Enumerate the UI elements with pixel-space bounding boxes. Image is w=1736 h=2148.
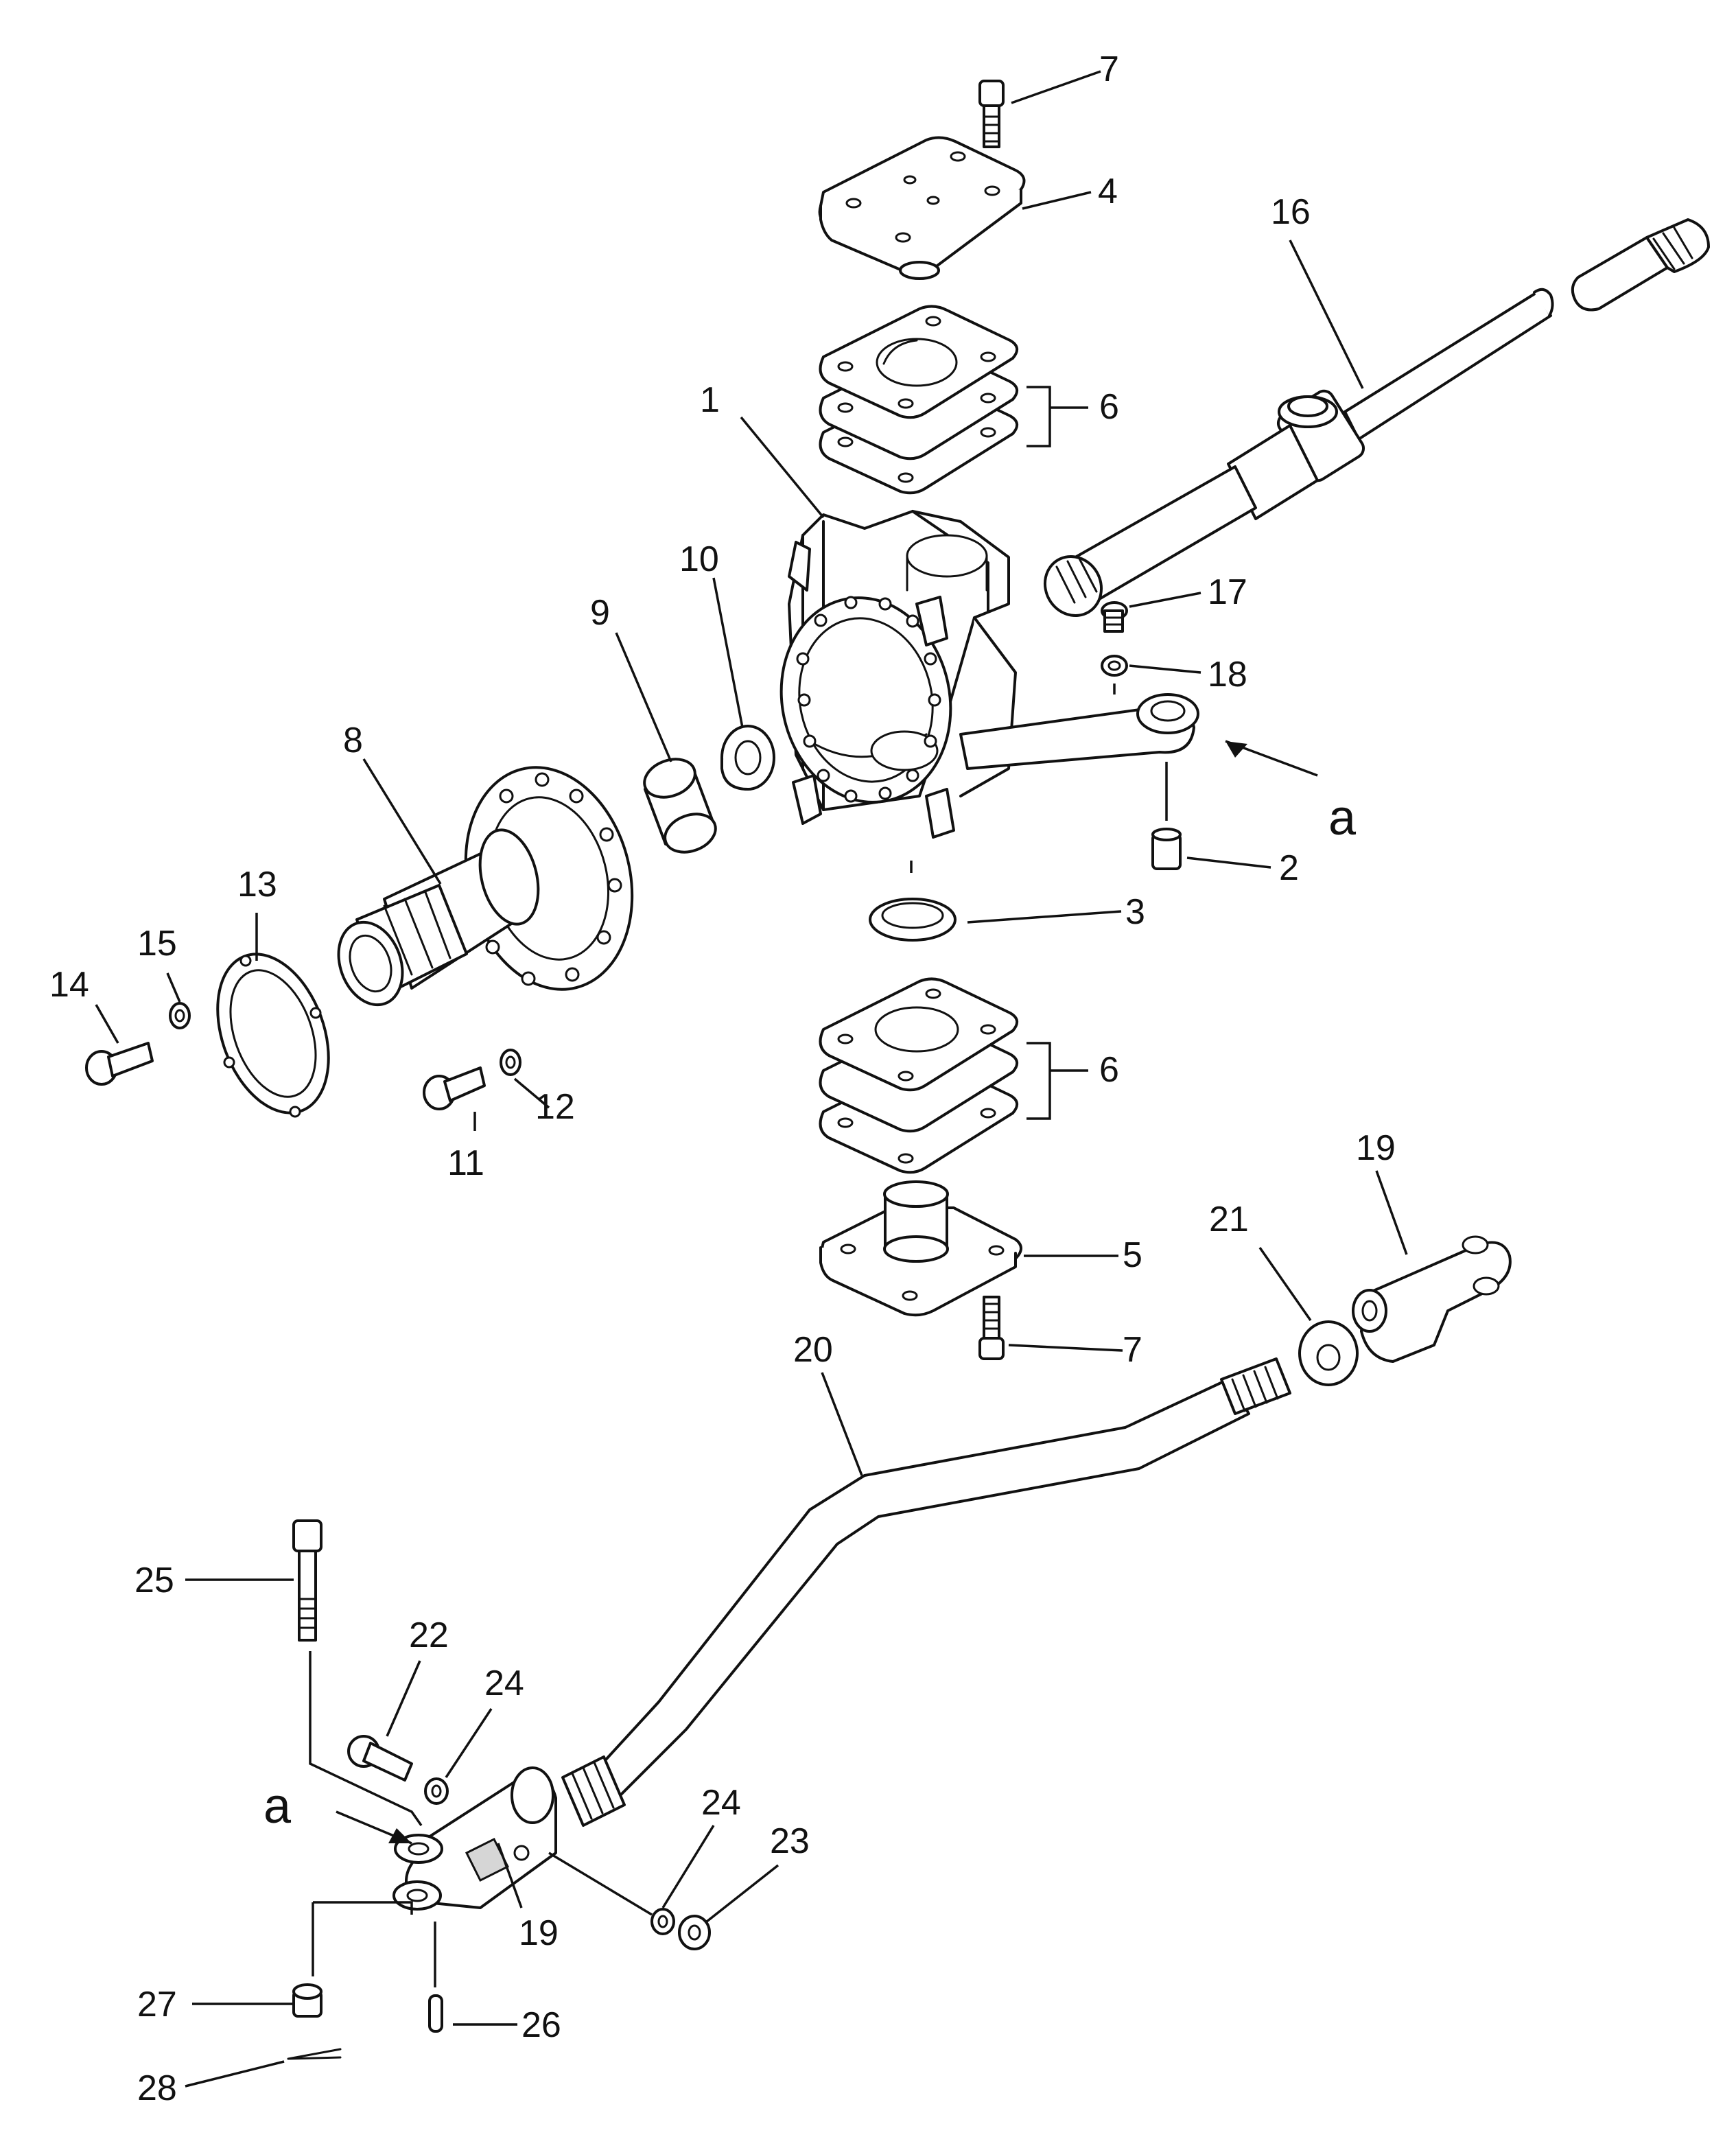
callout-1: 1: [700, 380, 720, 420]
callout-9: 9: [590, 593, 610, 633]
callout-19-left: 19: [519, 1913, 559, 1953]
arrowhead-a-left: [388, 1828, 412, 1843]
seal-plate-part-13: [216, 953, 330, 1118]
bush-part-9: [643, 758, 717, 854]
cotter-pin-part-28: [287, 2048, 342, 2060]
callout-23: 23: [770, 1821, 810, 1861]
yoke-left-part-19: [392, 1766, 557, 1911]
washer-part-18: [1101, 655, 1128, 677]
view-mark-a-left: a: [263, 1779, 292, 1834]
knuckle-housing-part-1: [779, 510, 1199, 839]
callout-12: 12: [535, 1087, 575, 1127]
washer-part-12: [500, 1049, 521, 1076]
bottom-cap-part-5: [819, 1180, 1022, 1317]
callout-3: 3: [1125, 892, 1145, 932]
callout-27: 27: [137, 1985, 177, 2024]
bushing-part-21: [1298, 1320, 1359, 1386]
top-cap-part-4: [818, 136, 1026, 280]
bolt-part-11: [423, 1066, 486, 1110]
nut-part-23: [678, 1915, 711, 1950]
callout-13: 13: [237, 865, 277, 904]
callout-15: 15: [137, 924, 177, 964]
callout-5: 5: [1123, 1235, 1142, 1275]
callout-16: 16: [1271, 192, 1311, 232]
washer-part-24-upper: [424, 1777, 449, 1805]
callout-17: 17: [1208, 572, 1247, 612]
yoke-right-part-19: [1352, 1235, 1512, 1363]
seal-part-3: [869, 898, 957, 942]
callout-8: 8: [343, 721, 363, 760]
callout-28: 28: [137, 2068, 177, 2108]
callout-7-top: 7: [1099, 49, 1119, 89]
callout-24-upper: 24: [484, 1663, 524, 1703]
drive-shaft-part-16: [1043, 218, 1710, 618]
view-mark-a-right: a: [1328, 791, 1357, 845]
pin-part-26: [428, 1994, 443, 2033]
callout-21: 21: [1209, 1200, 1249, 1239]
callout-labels: 7 4 16 6 1 10 9 17 18 a 2 3 8 13 15 14 6…: [49, 49, 1396, 2108]
tie-rod-part-20: [561, 1357, 1291, 1827]
nut-part-17: [1101, 601, 1128, 633]
callout-18: 18: [1208, 655, 1247, 694]
leader-lines: [95, 70, 1408, 2088]
bearing-part-10: [720, 725, 775, 791]
callout-11: 11: [447, 1143, 484, 1183]
spindle-part-8: [337, 766, 634, 1007]
callout-10: 10: [679, 539, 719, 579]
washer-part-24-lower: [650, 1908, 675, 1935]
callout-19-right: 19: [1356, 1128, 1396, 1168]
callout-7-bottom: 7: [1123, 1330, 1142, 1370]
bolt-part-22: [347, 1735, 413, 1782]
callout-2: 2: [1279, 848, 1299, 888]
bushing-part-2: [1151, 828, 1182, 870]
nut-part-27: [292, 1983, 322, 2018]
washer-part-15: [169, 1002, 191, 1029]
bolt-part-25: [292, 1519, 322, 1642]
bolt-part-14: [85, 1042, 154, 1086]
callout-26: 26: [521, 2005, 561, 2045]
upper-shims-part-6: [819, 305, 1018, 495]
callout-6-lower: 6: [1099, 1050, 1119, 1090]
arrowhead-a-right: [1225, 741, 1247, 758]
callout-22: 22: [409, 1615, 449, 1655]
lower-shims-part-6: [819, 977, 1018, 1174]
callout-6-upper: 6: [1099, 387, 1119, 427]
bolt-bottom-part-7: [978, 1296, 1005, 1360]
bolt-top-part-7: [978, 80, 1005, 148]
callout-25: 25: [134, 1561, 174, 1600]
callout-24-lower: 24: [701, 1783, 741, 1823]
callout-20: 20: [793, 1330, 833, 1370]
callout-4: 4: [1098, 172, 1118, 211]
callout-14: 14: [49, 965, 89, 1005]
